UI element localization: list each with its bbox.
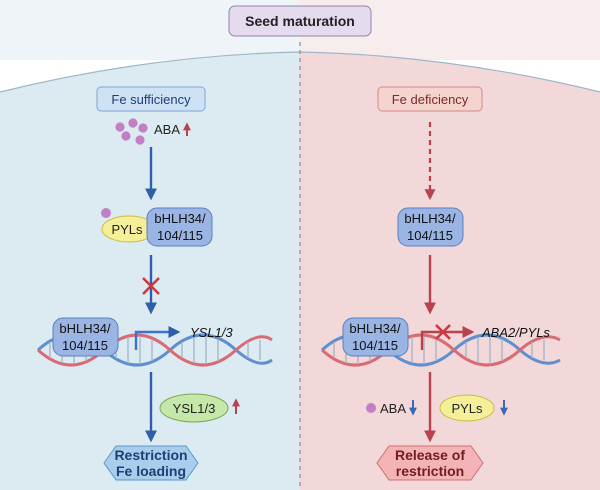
- outcome-box-right: [376, 445, 484, 481]
- ysl-protein-ellipse: [159, 393, 229, 423]
- bhlh-complex-line1: bHLH34/: [154, 211, 206, 226]
- outcome-box-left: [103, 445, 199, 481]
- bhlh-free-box-right: [397, 207, 464, 247]
- page-title: Seed maturation: [245, 13, 355, 29]
- pyls-label-left: PYLs: [111, 222, 143, 237]
- bhlh-free-right-line1: bHLH34/: [404, 211, 456, 226]
- bhlh-bound-left-line2: 104/115: [62, 338, 108, 353]
- title-box: [228, 5, 372, 37]
- target-gene-right: ABA2/PYLs: [481, 325, 550, 340]
- aba-molecule-cluster: [115, 118, 148, 145]
- pyls-label-right: PYLs: [451, 401, 483, 416]
- outcome-right-line1: Release of: [395, 447, 465, 463]
- outcome-right-line2: restriction: [396, 463, 464, 479]
- target-gene-left: YSL1/3: [190, 325, 233, 340]
- bhlh-complex-line2: 104/115: [157, 228, 203, 243]
- aba-dot-right: [366, 403, 376, 413]
- right-panel: [300, 52, 600, 490]
- outcome-left-line1: Restriction: [114, 447, 187, 463]
- fe-deficiency-box: [377, 86, 483, 112]
- bhlh-free-right-line2: 104/115: [407, 228, 453, 243]
- bhlh-bound-box-left: [52, 317, 119, 357]
- aba-label-right: ABA: [380, 401, 406, 416]
- aba-bound-dot: [101, 208, 111, 218]
- block-x-icon-left: [142, 277, 160, 295]
- fe-deficiency-label: Fe deficiency: [392, 92, 469, 107]
- fe-sufficiency-label: Fe sufficiency: [111, 92, 191, 107]
- bhlh-complex-box: [146, 207, 213, 247]
- block-x-icon-right: [435, 324, 451, 340]
- bhlh-bound-box-right: [342, 317, 409, 357]
- aba-label-left: ABA: [154, 122, 180, 137]
- fe-sufficiency-box: [96, 86, 206, 112]
- outcome-left-line2: Fe loading: [116, 463, 186, 479]
- ysl-protein-label: YSL1/3: [173, 401, 216, 416]
- transcription-arrow-right: [420, 326, 475, 350]
- bhlh-bound-left-line1: bHLH34/: [59, 321, 111, 336]
- transcription-arrow-left: [134, 326, 181, 350]
- pyls-ellipse-right: [439, 394, 495, 422]
- bhlh-bound-right-line2: 104/115: [352, 338, 398, 353]
- bhlh-bound-right-line1: bHLH34/: [349, 321, 401, 336]
